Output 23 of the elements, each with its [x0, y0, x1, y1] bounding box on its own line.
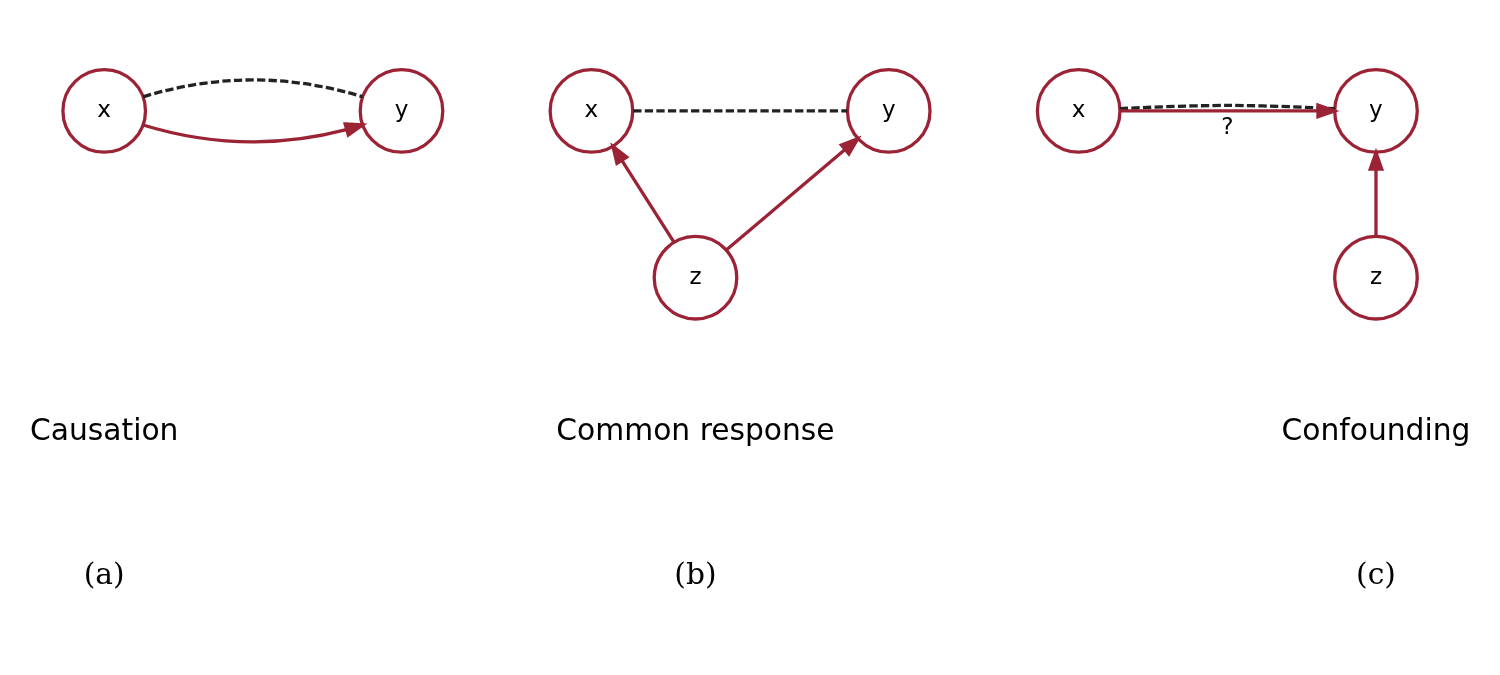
- connector: [142, 77, 364, 98]
- node-circle: y: [845, 67, 932, 154]
- arrow: [1120, 102, 1340, 119]
- edge-label: ?: [1221, 112, 1234, 139]
- arrow: [1367, 147, 1385, 236]
- node-circle: z: [1333, 234, 1419, 321]
- label: (a): [83, 555, 125, 591]
- connector: [633, 108, 848, 113]
- arrow: [610, 141, 676, 243]
- node-circle: x: [548, 67, 635, 154]
- arrow: [725, 135, 862, 251]
- label: Causation: [29, 411, 179, 447]
- arrow: [142, 121, 368, 143]
- node-circle: y: [1333, 67, 1419, 154]
- connector: [1119, 103, 1335, 110]
- label: (c): [1356, 555, 1396, 591]
- node-circle: z: [652, 234, 739, 321]
- node-circle: y: [358, 67, 445, 154]
- node-circle: x: [1035, 67, 1122, 154]
- label: Common response: [556, 411, 835, 447]
- node-circle: x: [61, 67, 148, 154]
- label: Confounding: [1281, 411, 1471, 447]
- label: (b): [674, 555, 717, 591]
